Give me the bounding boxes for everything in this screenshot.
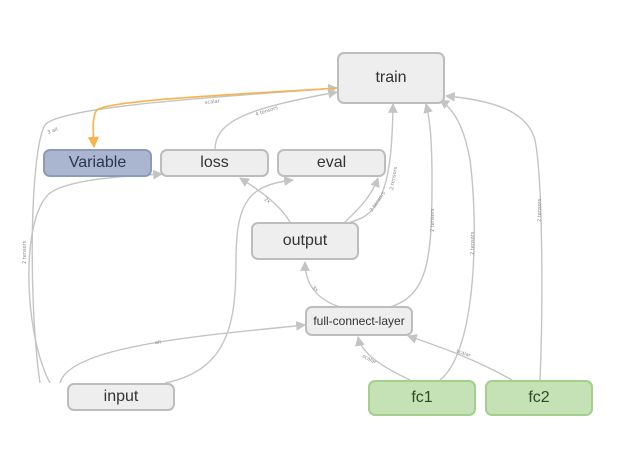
node-output[interactable]: output: [251, 222, 359, 260]
edge-fc1-fcl: [355, 336, 411, 381]
node-variable-label: Variable: [68, 154, 127, 171]
node-input-label: input: [103, 388, 139, 405]
edge-input-fcl: [59, 321, 306, 384]
node-fc2-label: fc2: [528, 389, 550, 406]
edge-label-loss-train: 4 tensors: [255, 105, 279, 118]
edge-label-output-train: 2 tensors: [389, 166, 399, 190]
node-eval[interactable]: eval: [277, 149, 386, 177]
edge-fc2-train: [445, 91, 543, 381]
edge-train-variable: [87, 87, 338, 149]
edge-label-input-train: 3 all: [47, 127, 59, 136]
edge-input-eval: [164, 176, 294, 384]
node-fc1[interactable]: fc1: [368, 380, 476, 416]
node-eval-label: eval: [316, 154, 347, 171]
edge-label-fcl-output: 3x: [311, 285, 320, 294]
edge-fc1-train: [439, 99, 475, 381]
edge-label-output-loss: 2x: [263, 197, 272, 205]
node-loss-label: loss: [200, 154, 229, 171]
edge-input-train: [31, 83, 338, 384]
edge-fcl-train: [389, 103, 433, 308]
edge-fcl-output: [300, 261, 341, 308]
edge-label-input-variable: 2 tensors: [22, 240, 28, 264]
node-full-connect-layer[interactable]: full-connect-layer: [305, 306, 413, 336]
edge-label-input-fcl: all: [155, 340, 161, 346]
node-train-label: train: [375, 69, 407, 86]
edge-loss-train: [214, 88, 338, 151]
edge-label-fc1-fcl: scalar: [361, 353, 378, 366]
edge-output-loss: [239, 177, 291, 223]
edge-label-fc2-fcl: scalar: [455, 348, 472, 359]
node-loss[interactable]: loss: [160, 149, 269, 177]
edge-label-fc2-train: 2 tensors: [537, 198, 543, 222]
node-fc1-label: fc1: [411, 389, 433, 406]
edge-label-fc1-train: 2 tensors: [470, 231, 476, 255]
edge-label-fcl-train: 2 tensors: [430, 208, 436, 232]
node-input[interactable]: input: [67, 383, 175, 411]
node-fc2[interactable]: fc2: [485, 380, 593, 416]
node-output-label: output: [282, 232, 328, 249]
edge-label-output-eval: 2 tensors: [369, 190, 388, 213]
edge-output-train: [349, 103, 398, 223]
node-train[interactable]: train: [337, 52, 445, 104]
edge-output-eval: [344, 177, 380, 223]
edge-input-loss: [28, 169, 163, 384]
node-full-connect-layer-label: full-connect-layer: [313, 314, 405, 328]
node-variable[interactable]: Variable: [43, 149, 152, 177]
edge-fc2-fcl: [407, 334, 513, 381]
edge-label-train-variable: scalar: [205, 98, 221, 106]
